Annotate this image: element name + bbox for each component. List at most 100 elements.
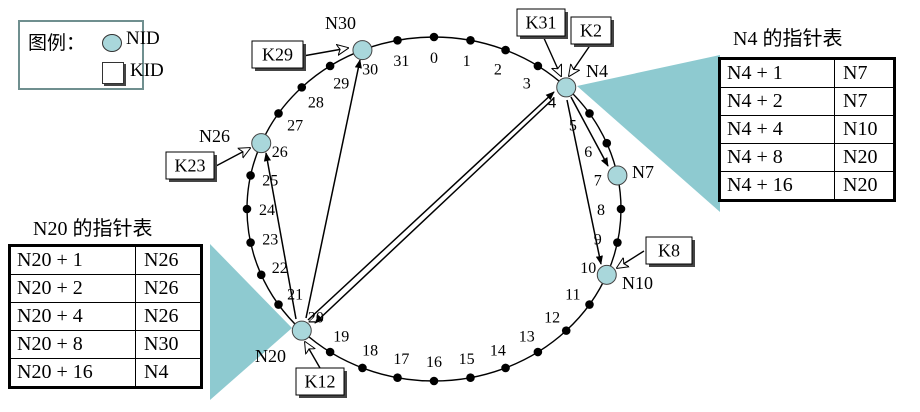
key-pointer-k8	[617, 250, 645, 268]
key-pointer-k31	[542, 35, 561, 76]
node-label-n26: N26	[199, 126, 230, 146]
n20-finger-table-title: N20 的指针表	[33, 218, 153, 240]
table-row: N20 + 16 N4	[9, 358, 202, 388]
position-label: 28	[308, 95, 324, 112]
finger-successor: N26	[135, 302, 202, 331]
arrow-n4-n10	[566, 99, 603, 265]
position-label: 6	[584, 144, 592, 161]
ring-position-dot	[533, 347, 543, 357]
finger-successor: N7	[834, 87, 895, 116]
ring-position-dot	[246, 238, 255, 247]
finger-start: N4 + 1	[719, 58, 835, 88]
position-label: 13	[519, 328, 535, 345]
legend-node-label: NID	[126, 28, 160, 49]
node-label-n7: N7	[632, 162, 654, 182]
arrow-n20-n30	[305, 59, 362, 319]
position-label: 25	[262, 172, 278, 189]
ring-position-dot	[501, 363, 510, 373]
finger-successor: N10	[834, 115, 895, 144]
position-label: 7	[594, 172, 602, 189]
table-row: N20 + 2 N26	[9, 274, 202, 303]
finger-successor: N26	[135, 245, 202, 275]
legend: 图例： NID KID	[18, 20, 164, 90]
ring-position-dot	[325, 347, 335, 357]
table-row: N4 + 16 N20	[719, 171, 895, 201]
position-label: 19	[333, 328, 349, 345]
finger-successor: N26	[135, 274, 202, 303]
position-label: 5	[569, 118, 577, 135]
key-box-k31: K31	[516, 8, 568, 39]
table-row: N20 + 4 N26	[9, 302, 202, 331]
finger-start: N4 + 4	[719, 115, 835, 144]
ring-position-dot	[256, 270, 266, 280]
ring-position-dot	[393, 373, 402, 382]
position-label: 31	[393, 53, 409, 70]
key-pointers	[215, 35, 645, 369]
ring-node-n10	[596, 264, 617, 285]
finger-arrows	[263, 59, 609, 324]
arrow-n4-n7	[570, 96, 609, 167]
position-label: 0	[430, 50, 438, 67]
ring-position-dot	[297, 83, 307, 92]
table-row: N4 + 2 N7	[719, 87, 895, 116]
ring-position-dot	[466, 373, 475, 382]
ring-positions	[242, 32, 626, 386]
finger-start: N20 + 16	[9, 358, 136, 388]
position-label: 8	[597, 202, 605, 219]
finger-start: N20 + 8	[9, 330, 136, 359]
ring-node-n26	[251, 133, 272, 154]
key-box-k8: K8	[645, 236, 695, 267]
ring-position-dot	[585, 300, 594, 309]
finger-successor: N7	[834, 58, 895, 88]
position-label: 23	[262, 232, 278, 249]
arrow-n20-n26	[263, 152, 297, 320]
ring-position-dot	[561, 326, 571, 335]
key-box-k29: K29	[251, 40, 306, 71]
finger-start: N20 + 1	[9, 245, 136, 275]
ring-position-dot	[358, 363, 367, 373]
key-label: K2	[580, 21, 602, 41]
position-label: 26	[272, 144, 288, 161]
n20-callout-wedge	[210, 244, 292, 400]
key-pointer-k12	[305, 342, 321, 369]
position-label: 14	[490, 342, 506, 359]
key-pointer-k29	[302, 48, 348, 57]
ring-position-dot	[533, 61, 543, 71]
ring-position-dot	[466, 36, 475, 45]
table-row: N4 + 8 N20	[719, 143, 895, 172]
ring-position-dot	[429, 32, 439, 42]
position-label: 24	[259, 202, 275, 219]
position-label: 1	[463, 53, 471, 70]
table-row: N4 + 1 N7	[719, 58, 895, 88]
position-label: 2	[494, 62, 502, 79]
ring-node-n4	[556, 77, 577, 98]
node-label-n10: N10	[622, 273, 653, 293]
ring-node-n20	[291, 320, 312, 341]
ring-position-dot	[393, 36, 402, 45]
key-pointer-k23	[215, 148, 250, 167]
finger-start: N4 + 8	[719, 143, 835, 172]
finger-start: N20 + 4	[9, 302, 136, 331]
position-label: 16	[426, 354, 442, 371]
finger-successor: N20	[834, 143, 895, 172]
key-label: K12	[305, 372, 336, 392]
position-label: 10	[580, 260, 596, 277]
table-row: N20 + 1 N26	[9, 245, 202, 275]
position-label: 9	[594, 232, 602, 249]
position-label: 17	[393, 351, 409, 368]
ring-position-dot	[616, 204, 626, 214]
position-label: 20	[308, 309, 324, 326]
position-label: 11	[565, 286, 580, 303]
arrow-n4-n20	[314, 97, 555, 324]
key-box-k12: K12	[295, 367, 347, 398]
key-label: K29	[262, 45, 293, 65]
ring-position-dot	[242, 204, 252, 214]
ring-node-n7	[607, 165, 628, 186]
ring-position-dot	[325, 61, 335, 71]
arrow-n20-n4	[307, 91, 555, 321]
finger-successor: N20	[834, 171, 895, 201]
position-label: 15	[459, 351, 475, 368]
